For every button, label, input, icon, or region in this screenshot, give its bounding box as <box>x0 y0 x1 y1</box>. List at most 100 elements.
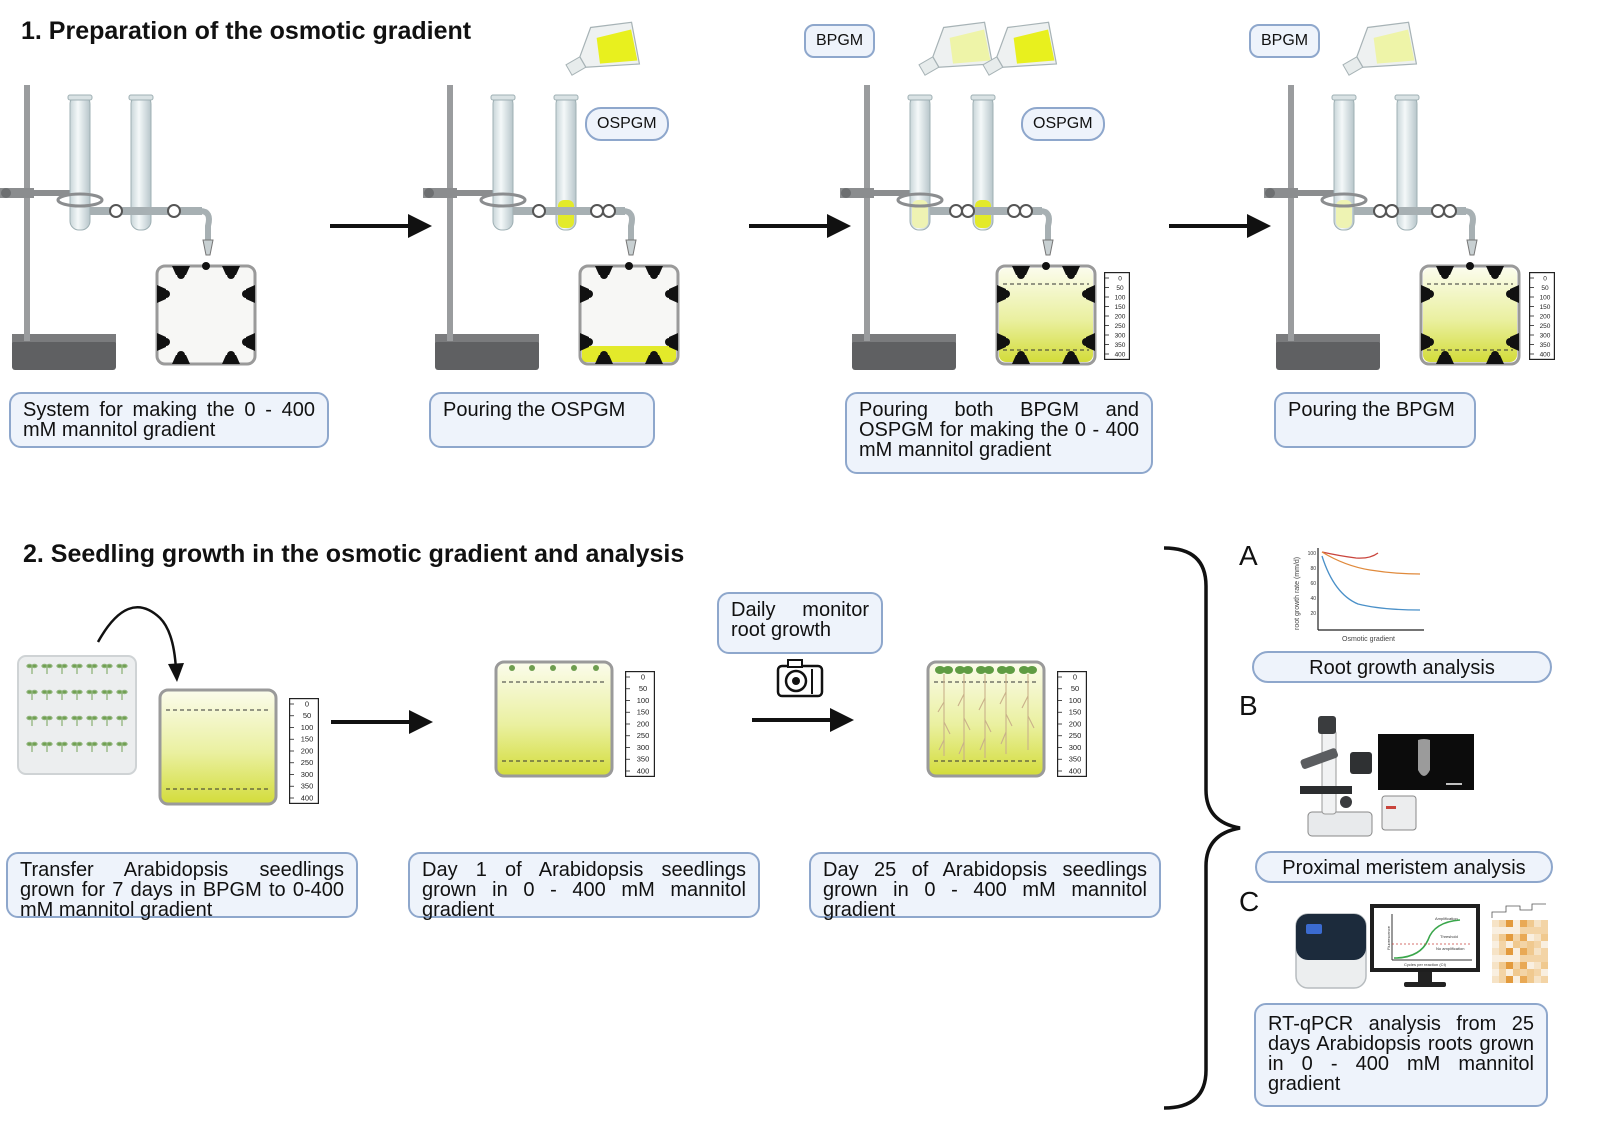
heatmap-cell <box>1534 920 1541 927</box>
threshold-label: Threshold <box>1440 934 1458 939</box>
heatmap-cell <box>1513 955 1520 962</box>
seedling-leaf <box>71 663 78 669</box>
seedling-leaf <box>116 741 123 747</box>
seedling-leaf <box>101 715 108 721</box>
scale-tick-label: 50 <box>1071 684 1079 693</box>
seedling-leaf <box>71 741 78 747</box>
heatmap-cell <box>1541 955 1548 962</box>
scale-tick-label: 100 <box>1540 294 1551 301</box>
heatmap-cell <box>1527 969 1534 976</box>
heatmap-cell <box>1527 927 1534 934</box>
step3-apparatus <box>840 21 1097 370</box>
amplification-monitor: Amplification Threshold No amplification… <box>1370 904 1480 987</box>
seedling-leaf <box>26 741 33 747</box>
microscope-icon <box>1300 716 1373 837</box>
heatmap-cell <box>1520 955 1527 962</box>
step3-caption-text: Pouring both BPGM and OSPGM for making t… <box>859 399 1139 461</box>
day1-caption: Day 1 of Arabidopsis seedlings grown in … <box>408 852 760 920</box>
bpgm-label-step3: BPGM <box>804 24 876 58</box>
step1-apparatus <box>0 85 257 370</box>
seedling-leaf <box>91 663 98 669</box>
scale-tick-label: 100 <box>637 696 650 705</box>
heatmap-cell <box>1492 962 1499 969</box>
seedling-leaf <box>121 741 128 747</box>
seedling-leaf <box>86 689 93 695</box>
scale-tick-label: 350 <box>301 782 314 791</box>
heatmap-cell <box>1534 969 1541 976</box>
heatmap-cell <box>1541 962 1548 969</box>
heatmap-cell <box>1541 920 1548 927</box>
heatmap-cell <box>1506 962 1513 969</box>
seedling-leaf <box>46 689 53 695</box>
seedling-leaf <box>121 663 128 669</box>
heatmap-cell <box>1499 976 1506 983</box>
seedling-leaf <box>71 715 78 721</box>
seedling-leaf <box>86 715 93 721</box>
gradient-plate-day1 <box>494 660 614 778</box>
seedling-leaf <box>41 689 48 695</box>
ospgm-label-step3: OSPGM <box>1021 107 1105 141</box>
seedling-leaf <box>41 741 48 747</box>
seedling-leaf <box>41 715 48 721</box>
qpcr-caption-text: RT-qPCR analysis from 25 days Arabidopsi… <box>1268 1013 1534 1095</box>
seedling-plate-7d <box>17 655 137 775</box>
cycles-axis-label: Cycles per reaction (Ct) <box>1404 962 1447 967</box>
scale-tick-label: 400 <box>301 793 314 802</box>
scale-tick-label: 0 <box>1543 275 1547 282</box>
scale-tick-label: 300 <box>1069 743 1082 752</box>
seedling-leaf <box>121 715 128 721</box>
step4-caption: Pouring the BPGM <box>1274 392 1476 448</box>
heatmap-cell <box>1534 934 1541 941</box>
scale-tick-label: 400 <box>637 766 650 775</box>
scale-tick-label: 300 <box>1540 332 1551 339</box>
heatmap-cell <box>1520 962 1527 969</box>
seedling-leaf <box>121 689 128 695</box>
heatmap-cell <box>1492 927 1499 934</box>
heatmap-cell <box>1506 955 1513 962</box>
analysis-letter-c: C <box>1239 886 1260 917</box>
chart-ylabel: root growth rate (mm/d) <box>1294 557 1301 630</box>
heatmap-cell <box>1541 976 1548 983</box>
day25-caption: Day 25 of Arabidopsis seedlings grown in… <box>809 852 1161 920</box>
curly-brace <box>1163 546 1241 1110</box>
scale-bar-frame <box>289 698 319 805</box>
heatmap-cell <box>1527 934 1534 941</box>
root-growth-caption-text: Root growth analysis <box>1309 657 1495 679</box>
heatmap-cell <box>1534 948 1541 955</box>
seedling-leaf <box>106 663 113 669</box>
scale-tick-label: 300 <box>1115 332 1126 339</box>
scale-tick-label: 350 <box>1540 342 1551 349</box>
seedling-leaf <box>76 663 83 669</box>
step2-apparatus <box>423 21 680 370</box>
seedling-leaf <box>71 689 78 695</box>
heatmap-cell <box>1534 941 1541 948</box>
heatmap-cell <box>1541 941 1548 948</box>
heatmap-cell <box>1499 955 1506 962</box>
transfer-arrow <box>96 606 178 671</box>
scale-tick-label: 250 <box>1115 323 1126 330</box>
heatmap-cell <box>1513 948 1520 955</box>
scale-tick-label: 150 <box>301 735 314 744</box>
seedling-leaf <box>106 741 113 747</box>
scale-tick-label: 200 <box>1115 313 1126 320</box>
heatmap-cell <box>1534 962 1541 969</box>
scale-tick-label: 0 <box>1118 275 1122 282</box>
seedling-leaf <box>31 689 38 695</box>
arrow-5 <box>750 706 856 734</box>
heatmap-cell <box>1520 934 1527 941</box>
amplification-label: Amplification <box>1435 916 1458 921</box>
analysis-letter-b: B <box>1239 690 1258 721</box>
scale-tick-label: 100 <box>1115 294 1126 301</box>
seedling-leaf <box>76 715 83 721</box>
scale-tick-label: 300 <box>301 770 314 779</box>
scale-tick-label: 200 <box>1540 313 1551 320</box>
heatmap-cell <box>1541 934 1548 941</box>
monitor-caption: Daily monitor root growth <box>717 592 883 654</box>
seedling-leaf <box>106 689 113 695</box>
seedling-leaf <box>91 741 98 747</box>
heatmap-cell <box>1534 955 1541 962</box>
